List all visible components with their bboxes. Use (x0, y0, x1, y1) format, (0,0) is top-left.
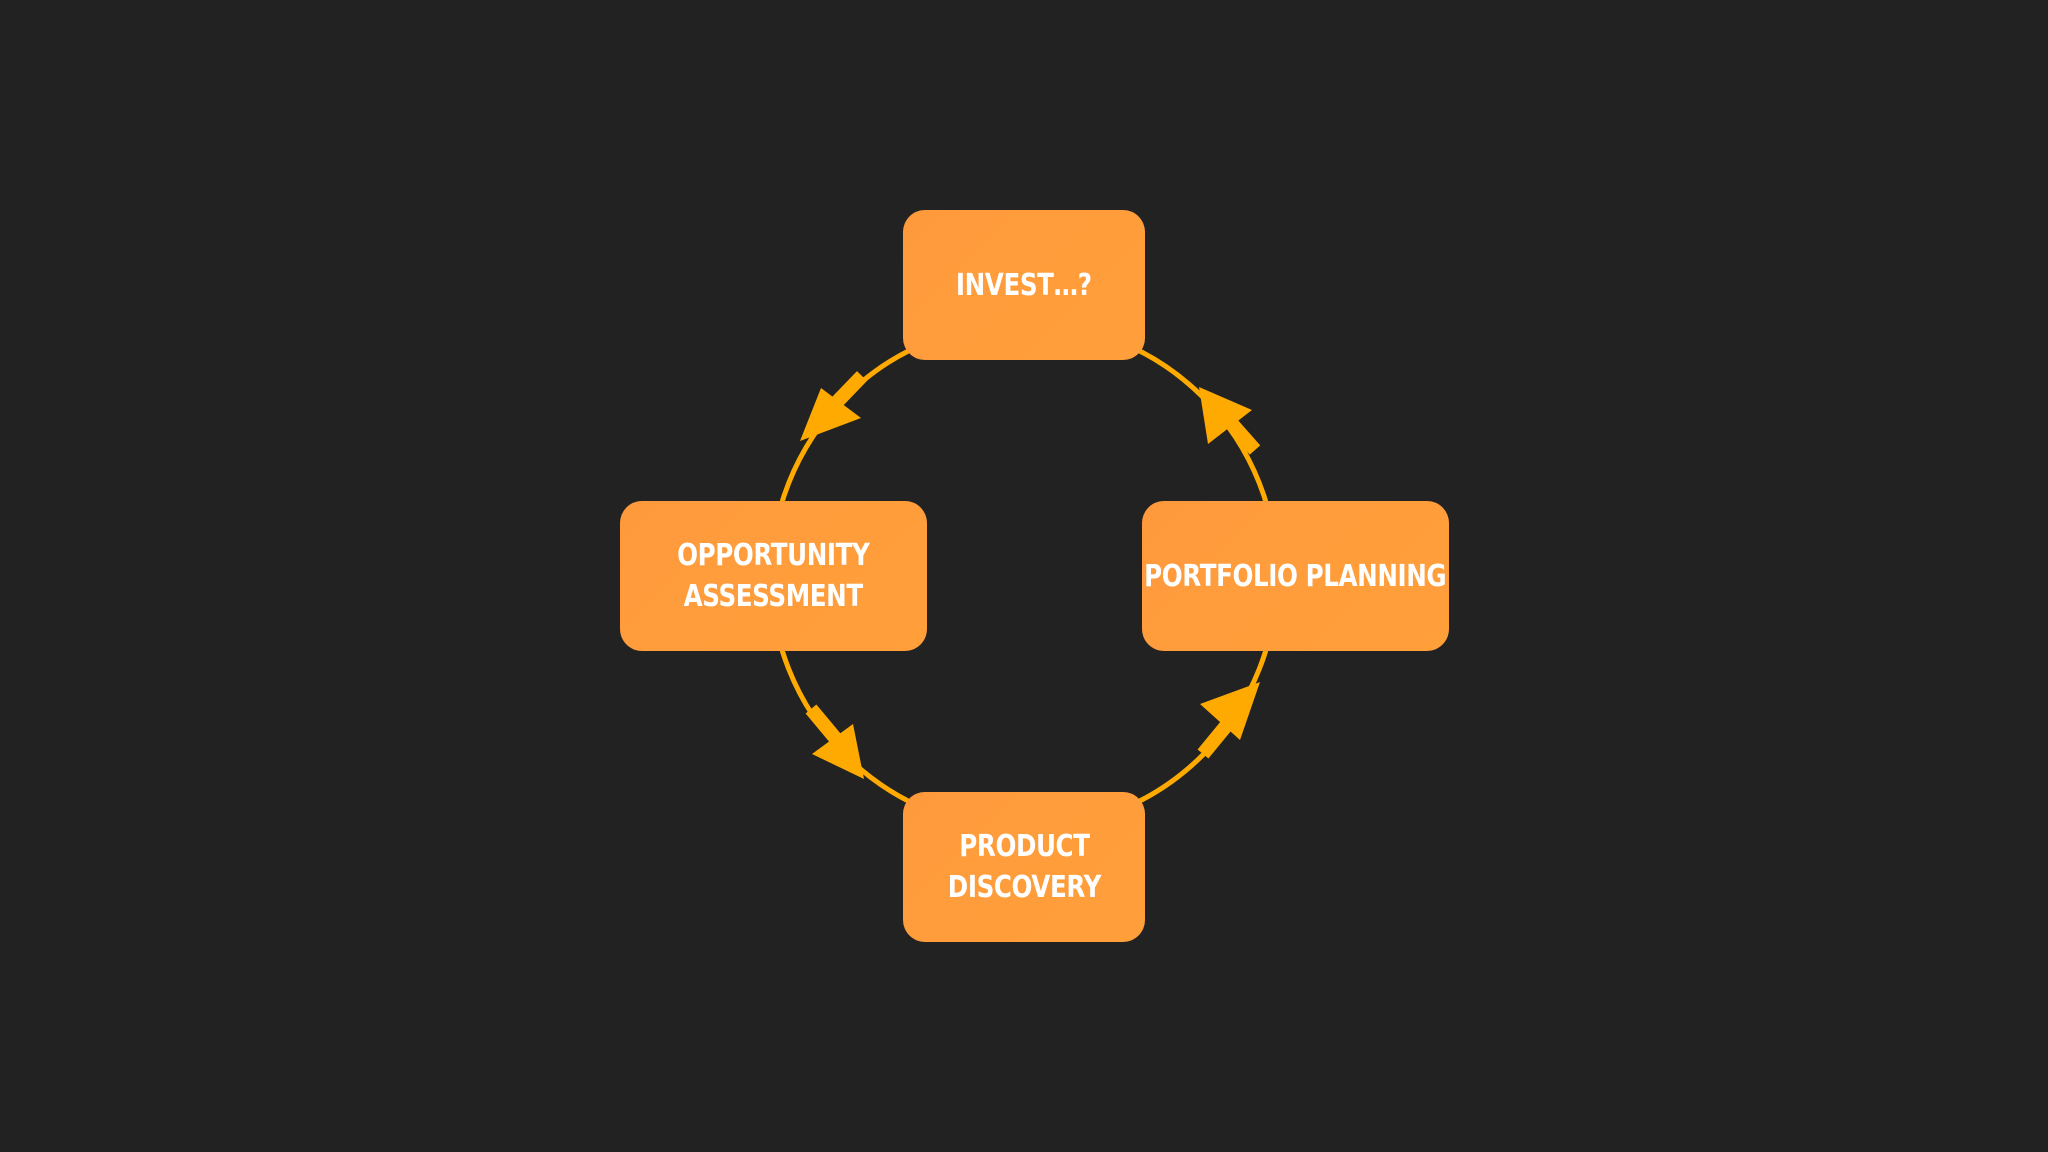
step-box-product-discovery: PRODUCT DISCOVERY (903, 792, 1145, 942)
arrow-shaft (805, 704, 842, 744)
arrow-head-icon (812, 724, 864, 779)
step-label: PRODUCT DISCOVERY (931, 826, 1118, 908)
step-label-line: ASSESSMENT (683, 579, 864, 614)
arrow-head-icon (1199, 387, 1252, 444)
arrow-head-icon (1200, 682, 1260, 740)
arrow-head-icon (800, 388, 861, 441)
step-label-line: OPPORTUNITY (677, 538, 870, 573)
step-label-line: INVEST…? (956, 267, 1092, 303)
step-label-line: PORTFOLIO PLANNING (1144, 558, 1447, 594)
arrow-discovery-to-portfolio (1197, 682, 1260, 759)
step-label-line: DISCOVERY (947, 870, 1101, 905)
arrow-shaft (1197, 721, 1232, 759)
step-box-invest: INVEST…? (903, 210, 1145, 360)
arrow-invest-to-opportunity (800, 371, 868, 441)
arrow-opportunity-to-discovery (805, 704, 864, 779)
arrow-shaft (829, 371, 868, 409)
step-label: OPPORTUNITY ASSESSMENT (656, 535, 891, 617)
arrow-portfolio-to-invest (1199, 387, 1261, 455)
step-box-portfolio-planning: PORTFOLIO PLANNING (1142, 501, 1449, 651)
step-label-line: PRODUCT (958, 829, 1090, 864)
step-label: PORTFOLIO PLANNING (1111, 556, 1479, 597)
step-label: INVEST…? (941, 265, 1106, 306)
step-box-opportunity-assessment: OPPORTUNITY ASSESSMENT (620, 501, 927, 651)
arrow-shaft (1226, 419, 1261, 455)
